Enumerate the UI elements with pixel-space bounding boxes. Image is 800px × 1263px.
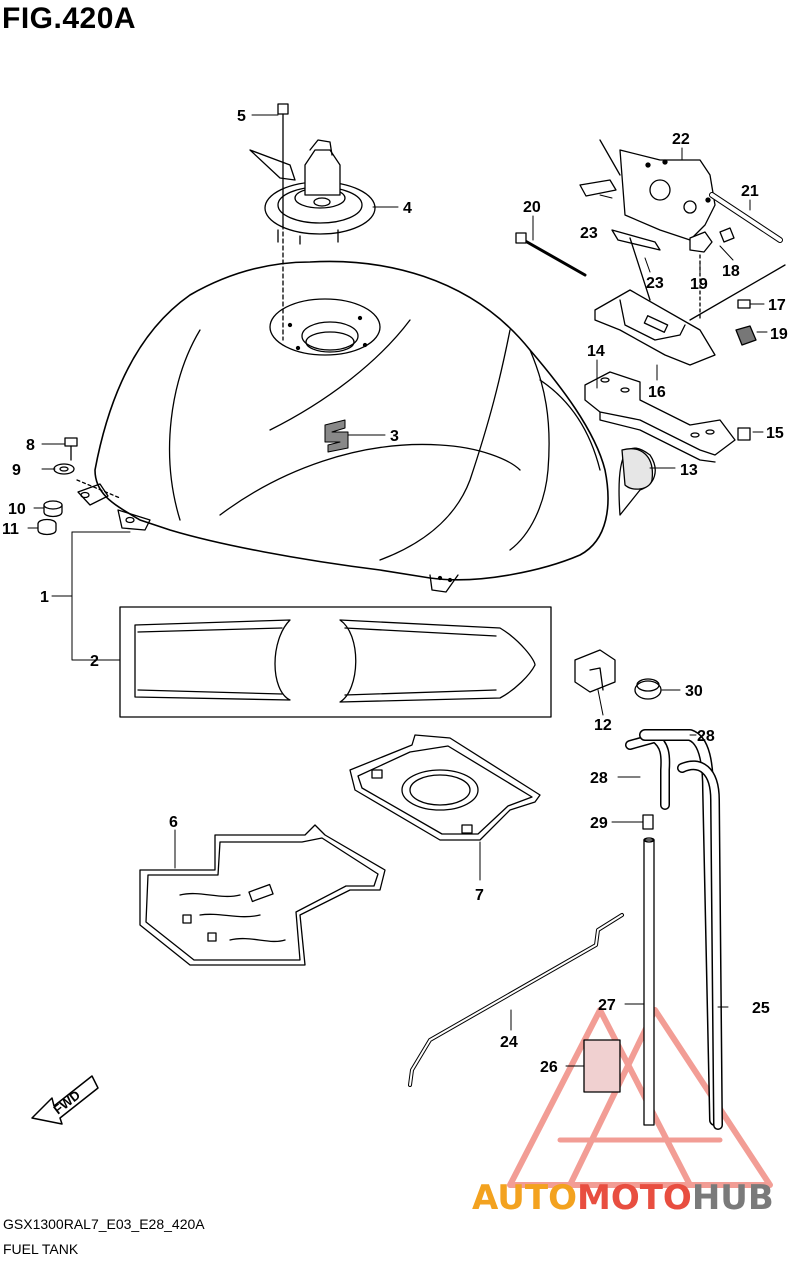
- callout-23b: 23: [646, 275, 664, 292]
- callout-3: 3: [390, 428, 399, 445]
- callout-9: 9: [12, 462, 21, 479]
- watermark-moto: MOTO: [576, 1178, 692, 1218]
- callout-25: 25: [752, 1000, 770, 1017]
- fuel-cap: [249, 139, 376, 245]
- callout-4: 4: [403, 200, 412, 217]
- callout-28b: 28: [590, 770, 608, 787]
- callout-14: 14: [587, 343, 605, 360]
- callout-1: 1: [40, 589, 49, 606]
- model-code: GSX1300RAL7_E03_E28_420A: [3, 1216, 205, 1232]
- callout-10: 10: [8, 501, 26, 518]
- callout-5: 5: [237, 108, 246, 125]
- callout-19a: 19: [690, 276, 708, 293]
- callout-12: 12: [594, 717, 612, 734]
- fwd-arrow: [31, 1075, 99, 1125]
- callout-13: 13: [680, 462, 698, 479]
- callout-21: 21: [741, 183, 759, 200]
- tank-mat-7: [349, 734, 541, 841]
- callout-15: 15: [766, 425, 784, 442]
- callout-27: 27: [598, 997, 616, 1014]
- callout-29: 29: [590, 815, 608, 832]
- figure-title: FIG.420A: [2, 2, 137, 35]
- callout-6: 6: [169, 814, 178, 831]
- leader-lines: [27, 114, 768, 1067]
- watermark-logo: AUTOMOTOHUB: [472, 1178, 774, 1218]
- mount-hardware-left: [37, 437, 121, 536]
- callout-8: 8: [26, 437, 35, 454]
- callout-18: 18: [722, 263, 740, 280]
- ring-30: [634, 678, 662, 700]
- decal-panel: [119, 606, 552, 718]
- callout-2: 2: [90, 653, 99, 670]
- callout-11: 11: [2, 521, 19, 538]
- figure-caption: FUEL TANK: [3, 1241, 79, 1257]
- bolt-5: [277, 103, 289, 341]
- watermark-triangle: [507, 1007, 773, 1188]
- tank-mat-6: [139, 824, 386, 966]
- rear-bracket: [584, 289, 757, 516]
- watermark-hub: HUB: [691, 1178, 774, 1218]
- callout-28a: 28: [697, 728, 715, 745]
- callout-24: 24: [500, 1034, 518, 1051]
- callout-22: 22: [672, 131, 690, 148]
- callout-26: 26: [540, 1059, 558, 1076]
- callout-30: 30: [685, 683, 703, 700]
- callout-17: 17: [768, 297, 786, 314]
- callout-7: 7: [475, 887, 484, 904]
- callout-23a: 23: [580, 225, 598, 242]
- upper-bracket: [515, 139, 786, 321]
- cushion-12: [574, 649, 616, 693]
- callout-20: 20: [523, 199, 541, 216]
- callout-16: 16: [648, 384, 666, 401]
- watermark-auto: AUTO: [472, 1178, 577, 1218]
- callout-19b: 19: [770, 326, 788, 343]
- fuel-tank: [77, 260, 609, 593]
